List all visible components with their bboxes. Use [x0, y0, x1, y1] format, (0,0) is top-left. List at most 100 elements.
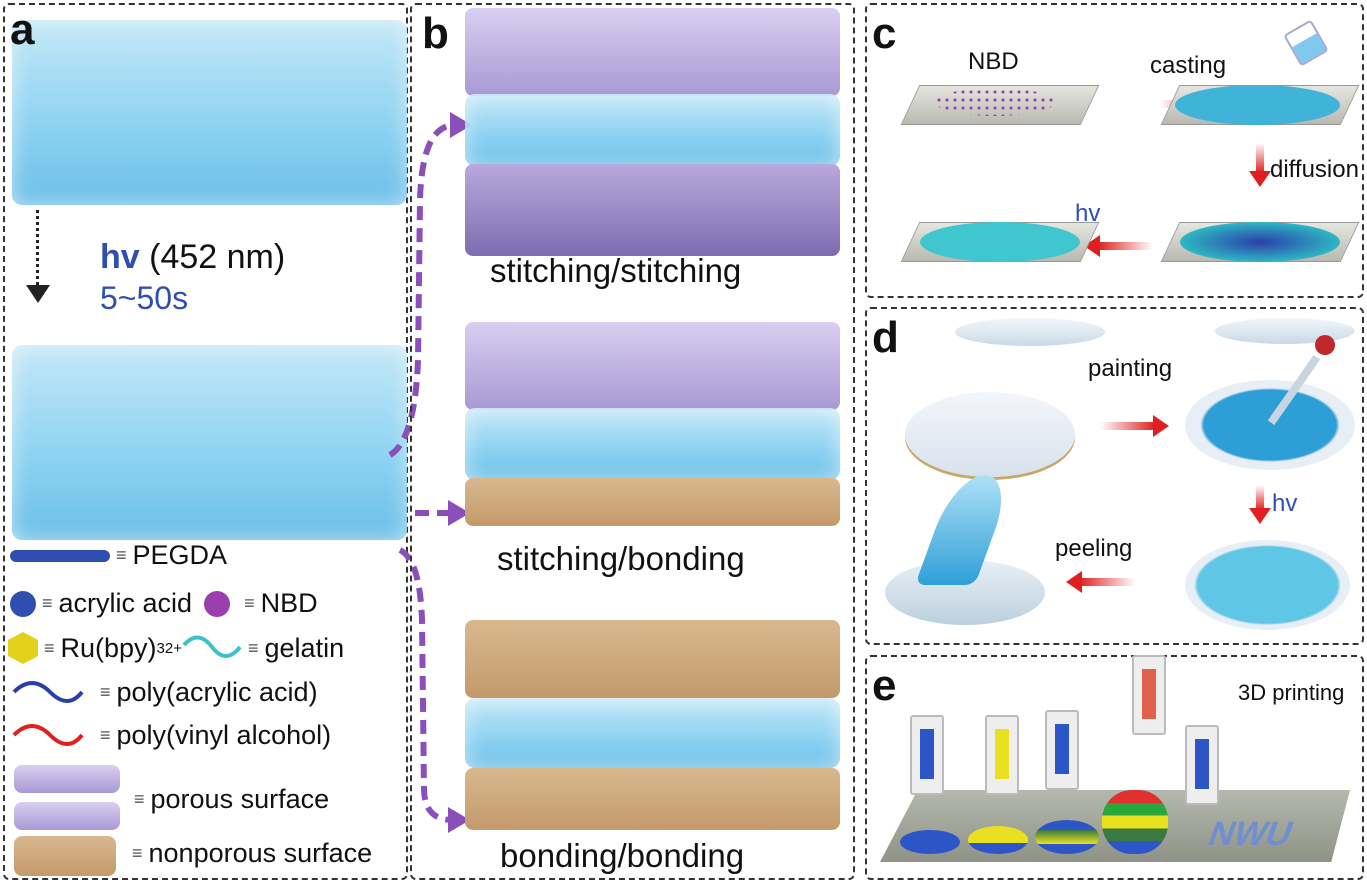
- panel-d: [865, 307, 1364, 645]
- print-nozzle: [1045, 710, 1079, 790]
- porous-surface-icon: [14, 765, 120, 793]
- hydrogel-layer: [465, 408, 840, 480]
- arrowhead-top: [450, 112, 470, 138]
- hv-label: hv: [1272, 490, 1298, 517]
- arrowhead-bottom: [448, 807, 470, 833]
- legend-label: acrylic acid: [58, 588, 193, 618]
- cyan-wave-icon: [182, 635, 242, 658]
- hv-arrow: [1084, 235, 1153, 257]
- panel-b-label: b: [422, 9, 449, 58]
- printed-disc-tall-stack: [1102, 790, 1168, 854]
- printed-disc-yellow: [968, 826, 1028, 854]
- casting-label: casting: [1150, 52, 1227, 79]
- caption-stitching-bonding: stitching/bonding: [497, 540, 745, 577]
- legend-label: Ru(bpy): [60, 632, 157, 663]
- legend-label: nonporous surface: [148, 838, 373, 868]
- painting-label: painting: [1088, 355, 1173, 382]
- diffusing-film: [1180, 222, 1340, 262]
- nbd-label: NBD: [968, 48, 1019, 75]
- cured-disc: [1185, 540, 1350, 630]
- panel-d-label: d: [872, 313, 899, 362]
- porous-layer: [465, 322, 840, 410]
- cured-film: [920, 222, 1080, 262]
- painted-disc: [1185, 380, 1355, 470]
- dropper-bulb: [1315, 335, 1335, 355]
- blue-wave-icon: [12, 680, 84, 703]
- legend-paa: ≡poly(acrylic acid): [12, 677, 318, 708]
- 3d-printing-title: 3D printing: [1238, 680, 1345, 705]
- legend-nonporous: ≡nonporous surface: [132, 838, 373, 868]
- legend-pva: ≡poly(vinyl alcohol): [12, 720, 331, 751]
- legend-label: PEGDA: [132, 540, 228, 570]
- hv-label: hv (452 nm): [100, 238, 285, 277]
- hydrogel-layer: [465, 698, 840, 768]
- film-disc: [905, 392, 1075, 477]
- dotted-down-arrow: [36, 210, 39, 285]
- panel-e-label: e: [872, 661, 897, 710]
- legend-sup: 2+: [164, 639, 182, 657]
- peeling-label: peeling: [1055, 535, 1133, 562]
- nonporous-layer: [465, 478, 840, 526]
- ink-cartridge: [1195, 739, 1209, 789]
- time-label: 5~50s: [100, 280, 189, 316]
- ink-cartridge: [1055, 724, 1069, 774]
- painting-arrow: [1100, 415, 1169, 437]
- hv-text: hv: [100, 238, 140, 276]
- arrow-head: [26, 285, 50, 303]
- yellow-polyhedron-icon: [8, 632, 38, 664]
- nonporous-surface-icon: [14, 836, 116, 876]
- diffusion-label: diffusion: [1270, 156, 1359, 183]
- porous-layer-bottom: [465, 164, 840, 256]
- connector-arrow-top: [388, 122, 456, 458]
- legend-acrylic-acid: ≡acrylic acid ≡NBD: [10, 588, 318, 619]
- print-nozzle: [910, 715, 944, 795]
- cast-film: [1175, 85, 1340, 125]
- pegda-chain-icon: [10, 549, 110, 562]
- purple-sphere-icon: [204, 590, 231, 617]
- printed-letters: NWU: [1203, 815, 1299, 853]
- panel-c: [865, 3, 1364, 298]
- film-disc: [955, 318, 1105, 346]
- legend-label: NBD: [260, 588, 318, 618]
- panel-e: [865, 655, 1364, 880]
- red-wave-icon: [12, 723, 84, 746]
- nonporous-layer-bottom: [465, 768, 840, 830]
- crosslinked-hydrogel: [12, 345, 407, 540]
- blue-sphere-icon: [10, 590, 36, 617]
- legend-pegda: ≡PEGDA: [10, 540, 227, 571]
- ink-cartridge: [995, 729, 1009, 779]
- peeling-arrow: [1066, 571, 1135, 593]
- arrowhead-middle: [448, 500, 470, 526]
- ink-cartridge: [920, 729, 934, 779]
- hydrogel-precursor: [12, 20, 407, 205]
- legend-label: poly(acrylic acid): [116, 677, 318, 707]
- caption-bonding-bonding: bonding/bonding: [500, 837, 745, 874]
- connector-arrow-bottom: [398, 547, 453, 823]
- legend-label: poly(vinyl alcohol): [116, 720, 332, 750]
- nonporous-layer-top: [465, 620, 840, 698]
- connector-arrows: [388, 112, 470, 833]
- panel-b: [410, 3, 855, 880]
- diffusion-arrow: [1249, 143, 1271, 187]
- legend-label: gelatin: [264, 632, 345, 663]
- print-nozzle: [985, 715, 1019, 795]
- hydrogel-layer: [465, 94, 840, 166]
- hv-arrow: [1249, 485, 1271, 524]
- panel-a-label: a: [10, 5, 35, 54]
- porous-surface-icon: [14, 802, 120, 830]
- print-nozzle: [1132, 655, 1166, 735]
- print-nozzle: [1185, 725, 1219, 805]
- ink-cartridge: [1142, 669, 1156, 719]
- legend-sub: 3: [156, 639, 165, 657]
- printed-disc-stack: [1035, 820, 1099, 854]
- panel-c-label: c: [872, 9, 897, 58]
- caption-stitching-stitching: stitching/stitching: [490, 252, 742, 289]
- panel-a: [3, 3, 408, 880]
- porous-layer-top: [465, 8, 840, 96]
- printed-disc-blue: [900, 830, 960, 854]
- wavelength-text: (452 nm): [149, 238, 286, 276]
- legend-porous: ≡porous surface: [134, 784, 330, 814]
- legend-label: porous surface: [150, 784, 330, 814]
- nbd-particles: [935, 88, 1055, 116]
